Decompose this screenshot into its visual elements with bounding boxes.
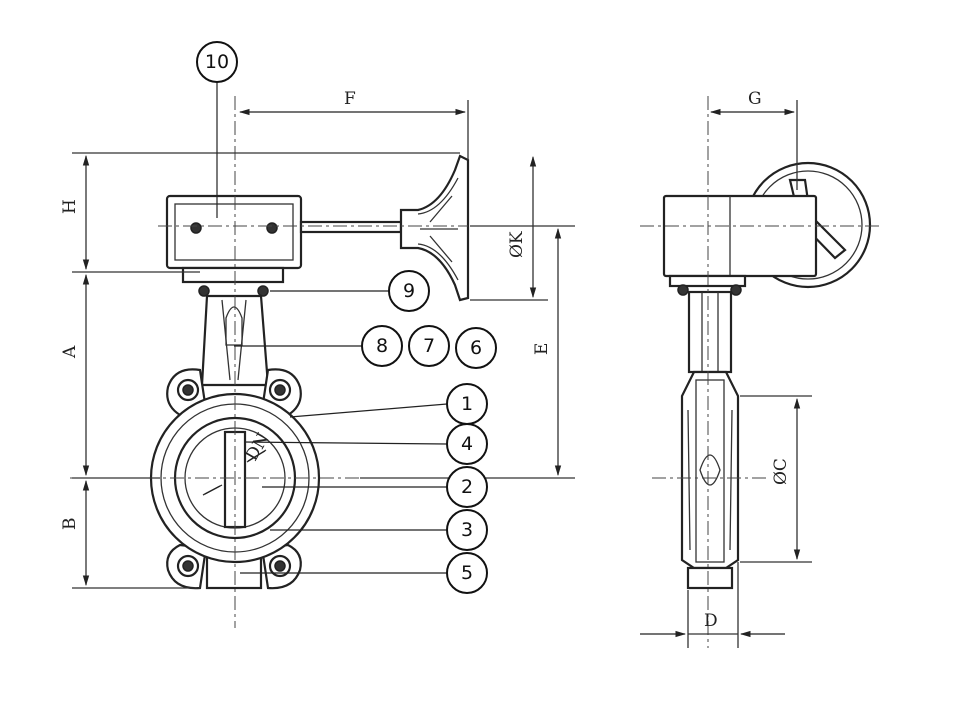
dim-C: ØC (771, 458, 791, 485)
dim-K: ØK (507, 231, 527, 258)
balloon-8-label: 8 (376, 335, 388, 357)
balloon-1-label: 1 (461, 393, 473, 415)
gearbox (165, 194, 303, 297)
balloon-4: 4 (446, 423, 488, 465)
dim-B: B (60, 518, 80, 531)
part-callouts (216, 82, 448, 574)
balloon-3-label: 3 (461, 519, 473, 541)
balloon-10: 10 (196, 41, 238, 83)
front-view: DN (70, 96, 470, 628)
dim-G: G (748, 89, 762, 109)
balloon-8: 8 (361, 325, 403, 367)
lower-lugs (166, 543, 302, 590)
input-shaft (299, 220, 403, 234)
balloon-2-label: 2 (461, 476, 473, 498)
dim-F: F (344, 89, 356, 109)
balloon-2: 2 (446, 466, 488, 508)
balloon-3: 3 (446, 509, 488, 551)
dim-A: A (60, 345, 80, 359)
front-dimensions: F H A B ØK E (60, 89, 575, 589)
dim-H: H (60, 199, 80, 214)
dim-E: E (532, 343, 552, 355)
side-dimensions: G ØC D (640, 89, 812, 648)
balloon-4-label: 4 (461, 433, 473, 455)
balloon-6: 6 (455, 327, 497, 369)
balloon-9-label: 9 (403, 280, 415, 302)
side-view (640, 96, 880, 648)
dim-D: D (704, 611, 718, 631)
balloon-10-label: 10 (205, 51, 229, 73)
balloon-5: 5 (446, 552, 488, 594)
balloon-7: 7 (408, 325, 450, 367)
balloon-5-label: 5 (461, 562, 473, 584)
balloon-7-label: 7 (423, 335, 435, 357)
handwheel-front (399, 154, 470, 302)
balloon-1: 1 (446, 383, 488, 425)
balloon-6-label: 6 (470, 337, 482, 359)
balloon-9: 9 (388, 270, 430, 312)
neck-side (687, 290, 733, 374)
body-side (680, 370, 740, 590)
